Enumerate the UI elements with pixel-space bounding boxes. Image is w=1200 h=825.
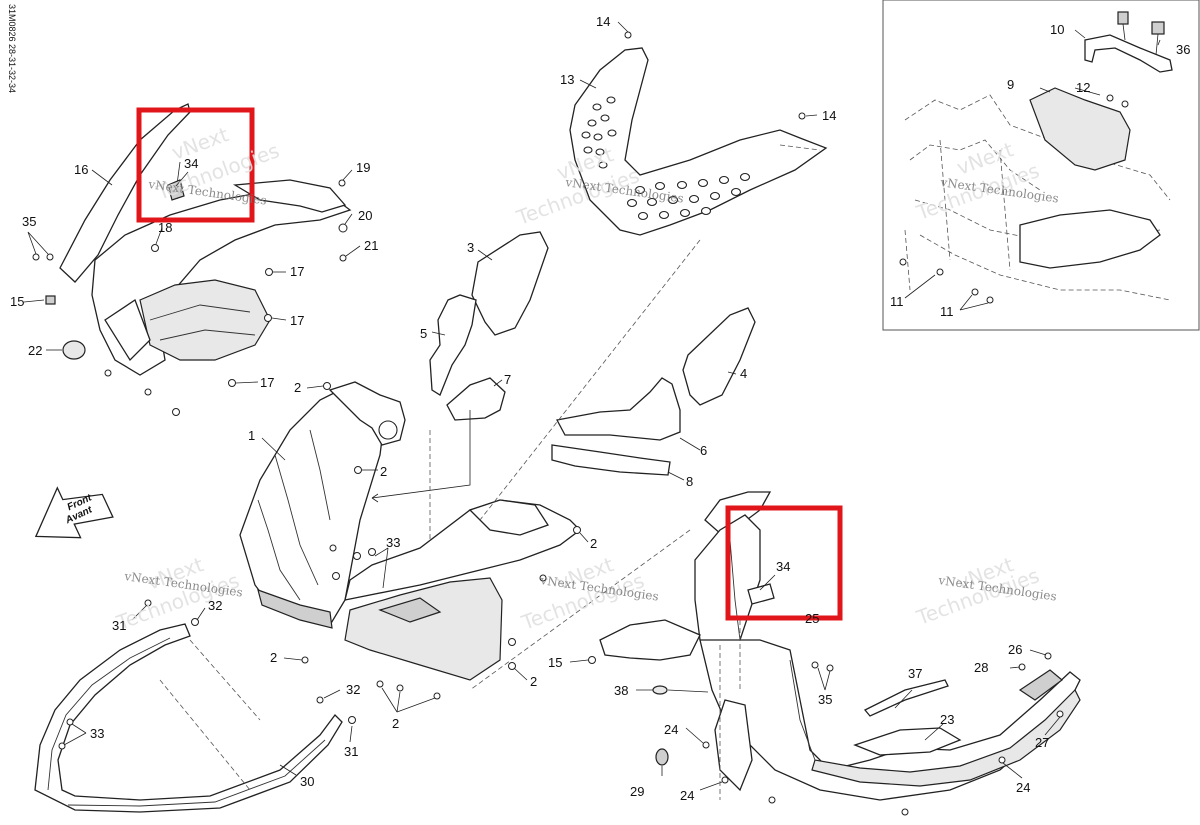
part-10-shape — [1084, 34, 1173, 73]
callout-14: 14 — [822, 108, 836, 123]
inset-detail — [882, 0, 1200, 331]
callout-24: 24 — [680, 788, 694, 803]
callout-8: 8 — [686, 474, 693, 489]
callout-37: 37 — [908, 666, 922, 681]
callout-19: 19 — [356, 160, 370, 175]
callout-23: 23 — [940, 712, 954, 727]
callout-20: 20 — [358, 208, 372, 223]
callout-28: 28 — [974, 660, 988, 675]
callout-2: 2 — [392, 716, 399, 731]
callout-2: 2 — [294, 380, 301, 395]
part-9-shape — [1029, 87, 1131, 171]
callout-32: 32 — [208, 598, 222, 613]
callout-27: 27 — [1035, 735, 1049, 750]
callout-29: 29 — [630, 784, 644, 799]
callout-33: 33 — [90, 726, 104, 741]
callout-6: 6 — [700, 443, 707, 458]
callout-17: 17 — [260, 375, 274, 390]
callout-7: 7 — [504, 372, 511, 387]
callout-35: 35 — [22, 214, 36, 229]
callout-2: 2 — [270, 650, 277, 665]
callout-17: 17 — [290, 264, 304, 279]
callout-12: 12 — [1076, 80, 1090, 95]
callout-24: 24 — [664, 722, 678, 737]
callout-15: 15 — [10, 294, 24, 309]
callout-11: 11 — [940, 304, 954, 319]
callout-35: 35 — [818, 692, 832, 707]
callout-11: 11 — [890, 294, 904, 309]
callout-5: 5 — [420, 326, 427, 341]
callout-18: 18 — [158, 220, 172, 235]
callout-3: 3 — [467, 240, 474, 255]
highlight-box-left — [136, 107, 255, 223]
callout-22: 22 — [28, 343, 42, 358]
reference-line — [479, 239, 701, 521]
callout-31: 31 — [344, 744, 358, 759]
callout-15: 15 — [548, 655, 562, 670]
callout-2: 2 — [530, 674, 537, 689]
callout-34: 34 — [776, 559, 790, 574]
callout-24: 24 — [1016, 780, 1030, 795]
highlight-box-right — [725, 505, 843, 621]
callout-2: 2 — [380, 464, 387, 479]
callout-9: 9 — [1007, 77, 1014, 92]
callout-32: 32 — [346, 682, 360, 697]
callout-10: 10 — [1050, 22, 1064, 37]
callout-26: 26 — [1008, 642, 1022, 657]
front-arrow: Front Avant — [34, 486, 114, 539]
callout-21: 21 — [364, 238, 378, 253]
drawing-code: 31M0826 28-31-32-34 — [7, 4, 17, 93]
callout-36: 36 — [1176, 42, 1190, 57]
callout-33: 33 — [386, 535, 400, 550]
part-13-skid — [569, 21, 828, 236]
callout-13: 13 — [560, 72, 574, 87]
callout-34: 34 — [184, 156, 198, 171]
part-30-bumper — [34, 599, 356, 813]
upper-left-assembly — [23, 103, 361, 416]
callout-31: 31 — [112, 618, 126, 633]
small-panels — [371, 231, 756, 553]
callout-17: 17 — [290, 313, 304, 328]
callout-4: 4 — [740, 366, 747, 381]
callout-30: 30 — [300, 774, 314, 789]
callouts: 1 2 2 2 2 2 2 3 4 5 6 7 8 9 10 11 11 12 … — [10, 14, 1190, 803]
skid-holes — [581, 96, 751, 221]
callout-38: 38 — [614, 683, 628, 698]
callout-1: 1 — [248, 428, 255, 443]
part-1-body — [239, 381, 589, 713]
callout-16: 16 — [74, 162, 88, 177]
callout-2: 2 — [590, 536, 597, 551]
callout-25: 25 — [805, 611, 819, 626]
callout-14: 14 — [596, 14, 610, 29]
